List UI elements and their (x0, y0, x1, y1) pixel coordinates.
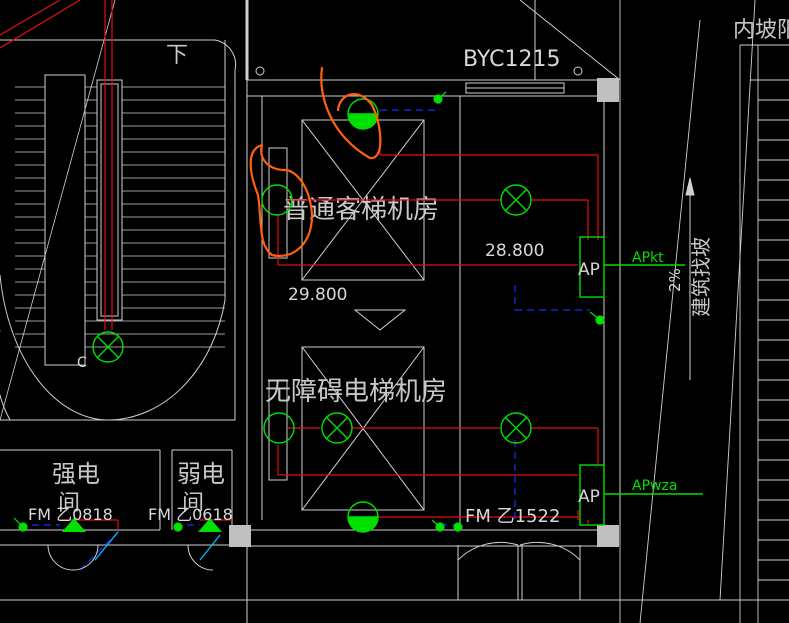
window-code-label: BYC1215 (463, 47, 560, 72)
grid-marker-left (255, 66, 265, 76)
stair-down-label: 下 (166, 43, 188, 68)
column-bottom-left (229, 525, 251, 547)
grid-marker-right (573, 66, 583, 76)
panel-apwza (579, 464, 703, 526)
window-byc1215 (465, 82, 565, 94)
panel-bottom-name: APwza (632, 478, 677, 494)
door-swings (47, 541, 581, 600)
slope-percent: 2% (666, 268, 684, 292)
fire-door-mark-2 (198, 518, 222, 532)
cyan-lead-2 (199, 534, 221, 561)
light-fixture-top-right (500, 184, 532, 216)
wall-light-top (347, 98, 379, 130)
column-bottom-right (597, 525, 619, 547)
room-bottom-label: 无障碍电梯机房 (265, 377, 447, 407)
elevation-top: 29.800 (288, 285, 347, 305)
slope-arrow (685, 177, 695, 380)
column-top-right (597, 78, 619, 102)
power-wiring (277, 128, 599, 525)
light-fixture-bottom-right (500, 412, 532, 444)
light-fixture-bottom-left (321, 412, 353, 444)
elevation-right: 28.800 (485, 241, 544, 261)
room-strong-label-2: 间 (58, 491, 80, 516)
stair-well (0, 0, 237, 421)
door-fm2: FM 乙0618 (148, 505, 233, 524)
room-weak-label-2: 间 (182, 491, 204, 516)
markup-annotations (249, 66, 382, 258)
strong-room-wiring (60, 519, 232, 530)
panel-top-name: APkt (632, 250, 664, 266)
door-fm1: FM 乙0818 (28, 505, 113, 524)
stair-light-fixture (92, 331, 124, 363)
fire-door-mark-1 (62, 518, 86, 532)
switches (13, 91, 605, 532)
door-fm3: FM 乙1522 (465, 506, 560, 527)
room-weak-label: 弱电 (177, 460, 225, 488)
room-strong-label: 强电 (52, 460, 100, 488)
stair-riser-wire (104, 0, 113, 330)
top-right-text: 内坡阳 (733, 18, 789, 43)
panel-apkt (579, 236, 685, 298)
right-facade (619, 0, 789, 623)
wall-light-bottom (347, 501, 379, 533)
outlet-fixture-bottom (263, 412, 295, 444)
stair-top-red-diagonals (0, 0, 81, 49)
slope-note: 建筑找坡 (689, 237, 713, 317)
panel-top-ap: AP (578, 260, 600, 280)
cyan-lead-1 (94, 531, 119, 561)
outlet-fixture-top (261, 184, 293, 216)
stair-c-label: C (77, 355, 87, 371)
panel-bottom-ap: AP (578, 487, 600, 507)
